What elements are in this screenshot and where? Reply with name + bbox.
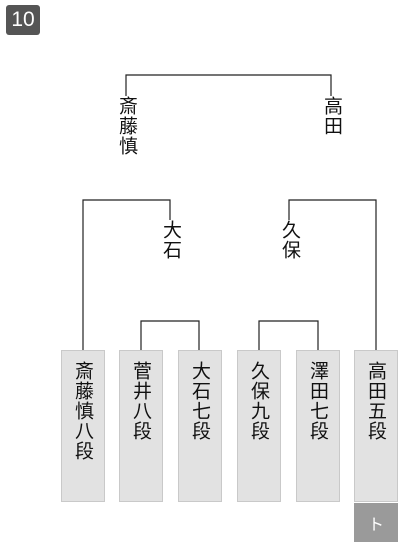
round-badge: 10 bbox=[6, 5, 40, 35]
player-name: 高田五段 bbox=[365, 361, 387, 441]
player-box-5[interactable]: 澤田七段 bbox=[296, 350, 340, 502]
player-box-2[interactable]: 菅井八段 bbox=[119, 350, 163, 502]
final-bracket-line bbox=[125, 74, 332, 96]
semi-right-label: 久保 bbox=[279, 220, 301, 260]
player-name: 澤田七段 bbox=[307, 361, 329, 441]
right-semi-bracket-line bbox=[288, 199, 377, 350]
first-round-right-line bbox=[258, 320, 319, 350]
left-semi-bracket-line bbox=[82, 199, 171, 350]
player-name: 大石七段 bbox=[189, 361, 211, 441]
player-name: 斎藤慎八段 bbox=[72, 361, 94, 461]
player-box-4[interactable]: 久保九段 bbox=[237, 350, 281, 502]
player-box-3[interactable]: 大石七段 bbox=[178, 350, 222, 502]
semi-left-label: 大石 bbox=[160, 220, 182, 260]
final-right-label: 高田 bbox=[321, 96, 343, 136]
player-name: 菅井八段 bbox=[130, 361, 152, 441]
player-box-1[interactable]: 斎藤慎八段 bbox=[61, 350, 105, 502]
first-round-left-line bbox=[140, 320, 200, 350]
seed-mark: ト bbox=[354, 503, 398, 542]
final-left-label: 斎藤慎 bbox=[116, 96, 138, 156]
player-name: 久保九段 bbox=[248, 361, 270, 441]
player-box-6[interactable]: 高田五段 bbox=[354, 350, 398, 502]
